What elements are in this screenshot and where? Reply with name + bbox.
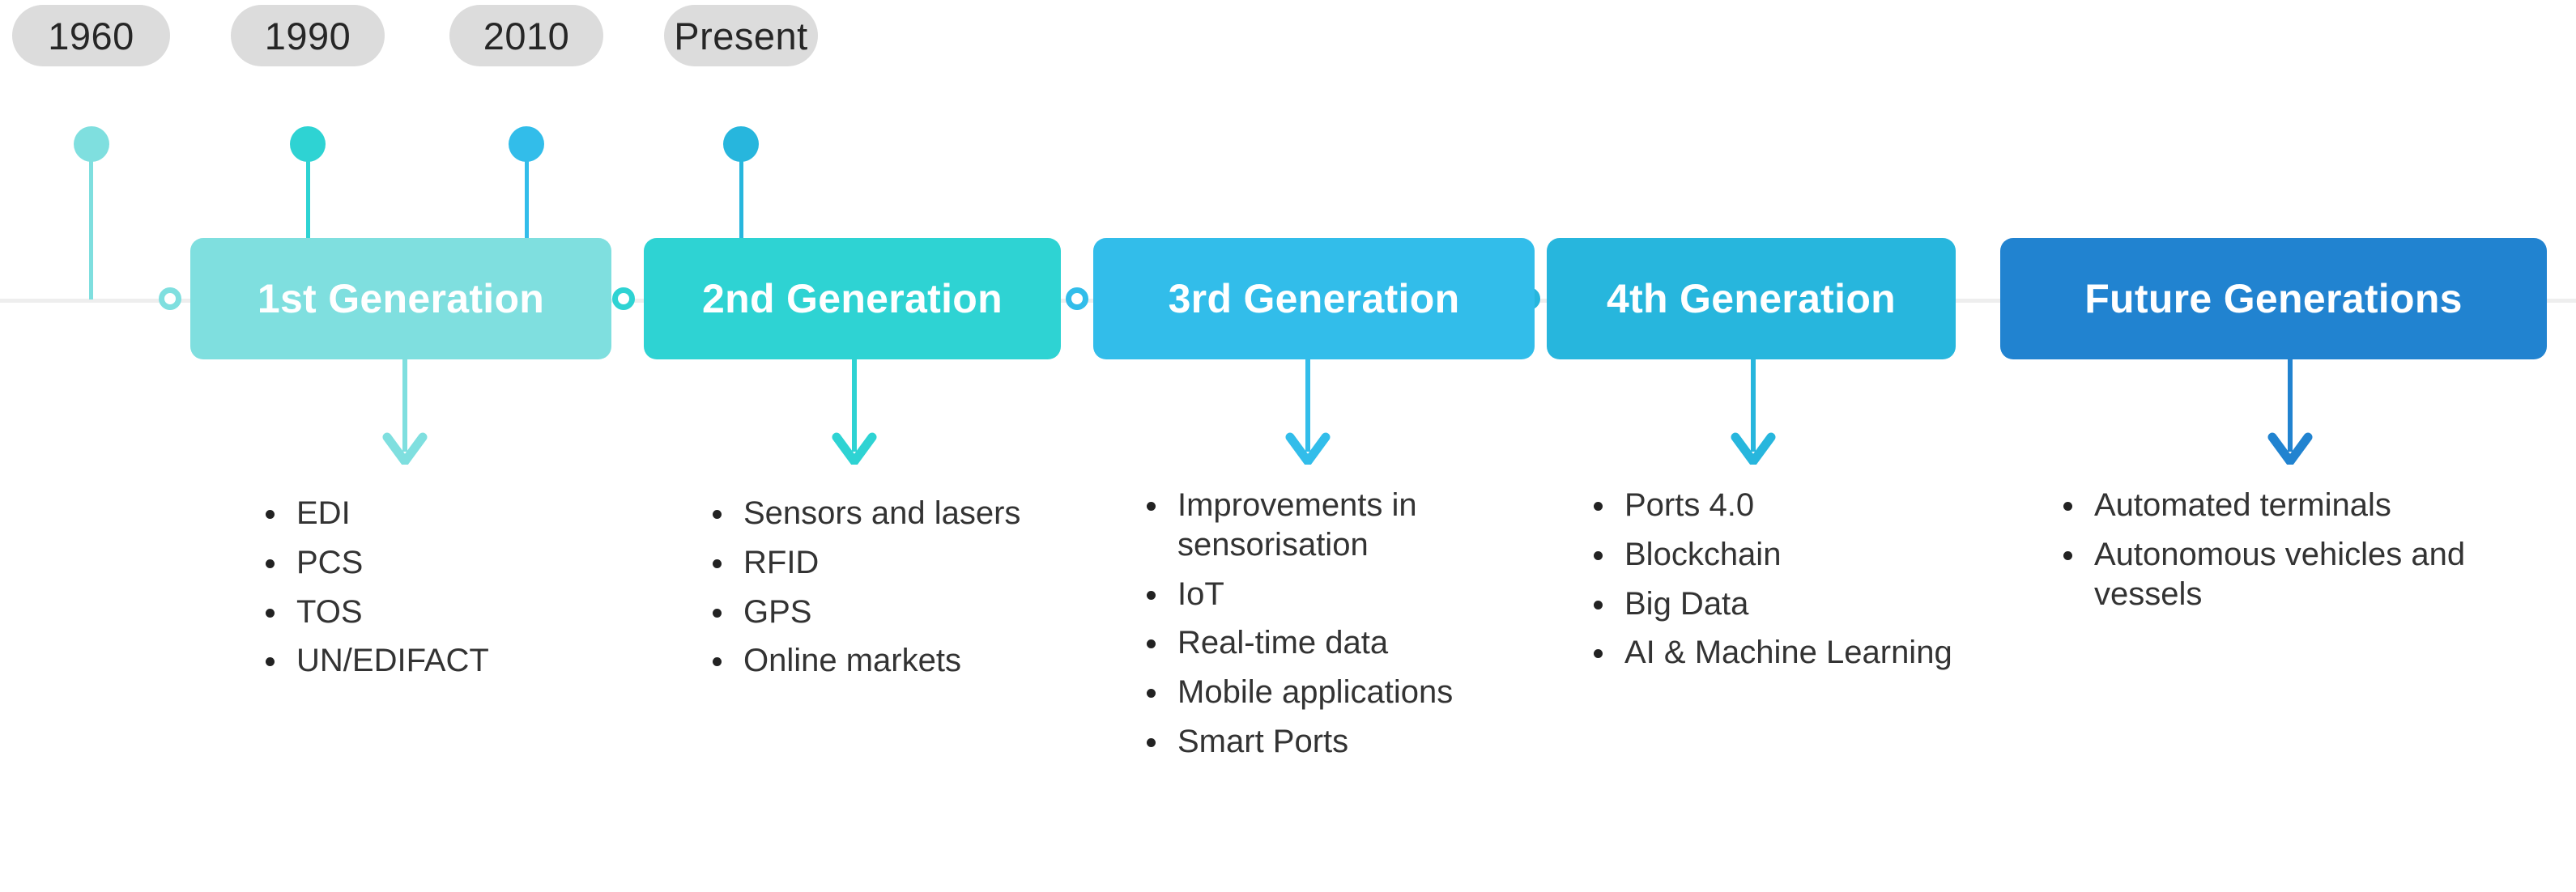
arrow-down-icon-generation-1 <box>381 359 429 465</box>
date-pill-label: 1990 <box>264 14 351 57</box>
generation-bar-1[interactable]: 1st Generation <box>190 238 611 359</box>
list-item: PCS <box>259 543 624 583</box>
date-pill-label: Present <box>674 14 808 57</box>
timeline-stem-line-1990 <box>305 154 310 299</box>
arrow-down-icon-generation-4 <box>1729 359 1778 465</box>
generation-bar-4[interactable]: 4th Generation <box>1547 238 1956 359</box>
list-item: EDI <box>259 494 624 533</box>
list-item: Mobile applications <box>1140 673 1488 712</box>
list-item: Online markets <box>706 641 1087 681</box>
list-item: Ports 4.0 <box>1587 486 2041 525</box>
list-item: Smart Ports <box>1140 722 1488 762</box>
date-pill-label: 2010 <box>483 14 570 57</box>
arrow-down-icon-generation-5 <box>2266 359 2314 465</box>
generation-bar-label: 1st Generation <box>257 276 545 321</box>
list-item: Blockchain <box>1587 535 2041 575</box>
generation-bar-label: Future Generations <box>2084 276 2463 321</box>
list-item: UN/EDIFACT <box>259 641 624 681</box>
list-item: AI & Machine Learning <box>1587 633 2041 673</box>
list-item: Sensors and lasers <box>706 494 1087 533</box>
generation-bar-3[interactable]: 3rd Generation <box>1093 238 1535 359</box>
list-item: Autonomous vehicles and vessels <box>2057 535 2510 614</box>
date-pill-present[interactable]: Present <box>664 5 818 66</box>
generation-bar-2[interactable]: 2nd Generation <box>644 238 1061 359</box>
timeline-ring-marker-1990 <box>612 287 635 310</box>
date-pill-label: 1960 <box>48 14 134 57</box>
date-pill-2010[interactable]: 2010 <box>449 5 603 66</box>
timeline-ring-marker-2010 <box>1066 287 1088 310</box>
timeline-stem-line-1960 <box>89 154 93 299</box>
list-item: GPS <box>706 593 1087 632</box>
list-item: Real-time data <box>1140 623 1488 663</box>
timeline-stem-line-present <box>739 154 743 299</box>
list-item: IoT <box>1140 575 1488 614</box>
list-item: RFID <box>706 543 1087 583</box>
timeline-stem-line-2010 <box>524 154 529 299</box>
timeline-ring-marker-1960 <box>159 287 181 310</box>
arrow-down-icon-generation-3 <box>1284 359 1332 465</box>
date-pill-1960[interactable]: 1960 <box>12 5 170 66</box>
arrow-down-icon-generation-2 <box>830 359 879 465</box>
list-item: Automated terminals <box>2057 486 2510 525</box>
list-item: TOS <box>259 593 624 632</box>
list-item: Big Data <box>1587 584 2041 624</box>
list-item: Improvements in sensorisation <box>1140 486 1488 565</box>
generation-bar-label: 2nd Generation <box>702 276 1003 321</box>
generation-bar-label: 4th Generation <box>1606 276 1897 321</box>
date-pill-1990[interactable]: 1990 <box>231 5 385 66</box>
feature-list-generation-1: EDI PCS TOS UN/EDIFACT <box>259 494 624 690</box>
generation-bar-5[interactable]: Future Generations <box>2000 238 2547 359</box>
generation-bar-label: 3rd Generation <box>1168 276 1460 321</box>
